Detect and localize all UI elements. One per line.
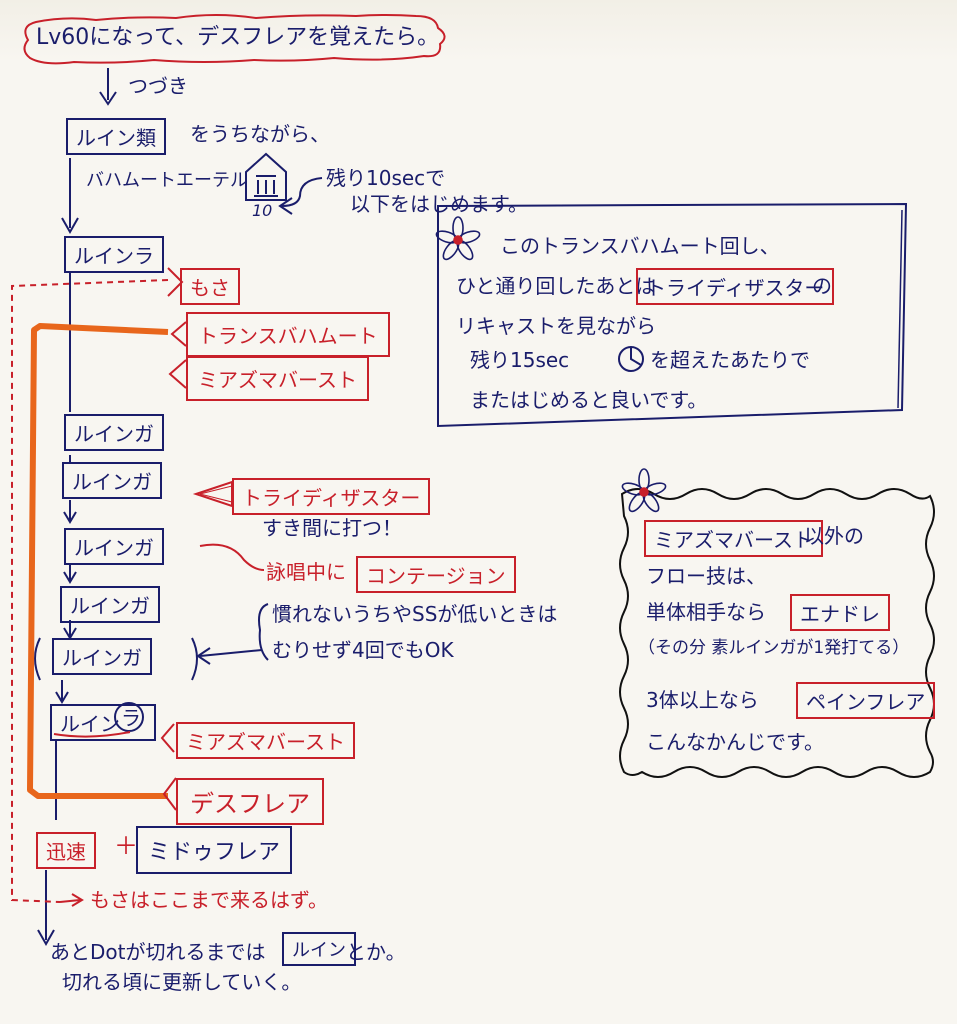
ruin-class-suffix: をうちながら、 (190, 122, 330, 146)
icon-number: 10 (252, 201, 273, 220)
note1-line4b: を超えたあたりで (650, 348, 810, 372)
header-cloud (23, 14, 446, 65)
note2-line2: フロー技は、 (646, 564, 766, 588)
tag-deathflare: デスフレア (176, 778, 324, 825)
aether-temple-icon (245, 152, 287, 201)
note2-line3a: 単体相手なら (646, 600, 766, 624)
note2-frame (619, 488, 935, 778)
note1-tri-disaster-box: トライディザスター (636, 268, 835, 305)
remaining-note-1: 残り10secで (326, 166, 446, 190)
tag-tri-disaster: トライディザスター (232, 478, 431, 515)
step-ruin-ga-4: ルインガ (60, 586, 160, 623)
note1-line2b: の (812, 274, 832, 298)
tag-trance-bahamut: トランスバハムート (186, 312, 390, 357)
ss-note-2: むりせず4回でもOK (272, 638, 454, 662)
note2-miasma-box: ミアズマバースト (644, 520, 823, 557)
note2-line6: こんなかんじです。 (646, 730, 824, 754)
tag-miasma-burst-1: ミアズマバースト (186, 356, 369, 401)
footer-line-2: 切れる頃に更新していく。 (62, 970, 302, 994)
note1-line5: またはじめると良いです。 (470, 388, 708, 412)
ruin-class-box: ルイン類 (66, 118, 166, 155)
eishou-label: 詠唱中に (266, 560, 346, 584)
plus-sign: ＋ (114, 832, 138, 860)
remaining-note-2: 以下をはじめます。 (350, 192, 528, 216)
ss-note-1: 慣れないうちやSSが低いときは (272, 602, 558, 626)
step-ruin-ga-5: ルインガ (52, 638, 152, 675)
footer-line-1b: とか。 (346, 940, 406, 964)
tag-miasma-burst-2: ミアズマバースト (176, 722, 355, 759)
footer-line-1a: あとDotが切れるまでは (50, 940, 266, 964)
tag-contagion: コンテージョン (356, 556, 516, 593)
note2-line4: （その分 素ルインガが1発打てる） (638, 638, 910, 658)
footer-ruin-box: ルイン (282, 932, 356, 966)
note1-line4a: 残り15sec (470, 348, 570, 372)
note2-enadre-box: エナドレ (790, 594, 890, 631)
note1-frame (437, 202, 908, 428)
note1-line3: リキャストを見ながら (456, 314, 656, 338)
step-ruin-ra-2: ルイン (50, 704, 156, 741)
cooldown-icon (618, 346, 644, 372)
flower-icon-1 (435, 216, 481, 261)
mosa-dashed-loop (11, 279, 169, 903)
step-ruin-ra-1: ルインラ (64, 236, 164, 273)
swiftcast-box: 迅速 (36, 832, 96, 869)
circled-ra: ラ (121, 706, 141, 730)
bahamut-aether-label: バハムートエーテル (86, 170, 248, 191)
mosa-note: もさはここまで来るはず。 (90, 888, 328, 912)
tag-mosa: もさ (180, 268, 240, 305)
note2-line1b: 以外の (804, 524, 864, 548)
note2-painflare-box: ペインフレア (796, 682, 936, 719)
note2-line5a: 3体以上なら (646, 688, 759, 712)
note1-line2a: ひと通り回したあとは (456, 274, 656, 298)
page-title: Lv60になって、デスフレアを覚えたら。 (36, 25, 440, 50)
flower-icon-2 (621, 468, 667, 513)
sukima-note: すき間に打つ！ (262, 516, 402, 540)
note1-line1: このトランスバハムート回し、 (500, 234, 780, 258)
step-ruin-ga-1: ルインガ (64, 414, 164, 451)
orange-loop (27, 323, 169, 799)
step-ruin-ga-3: ルインガ (64, 528, 164, 565)
continue-label: つづき (128, 74, 188, 98)
tri-flare-box: ミドゥフレア (136, 826, 293, 874)
step-ruin-ga-2: ルインガ (62, 462, 162, 499)
